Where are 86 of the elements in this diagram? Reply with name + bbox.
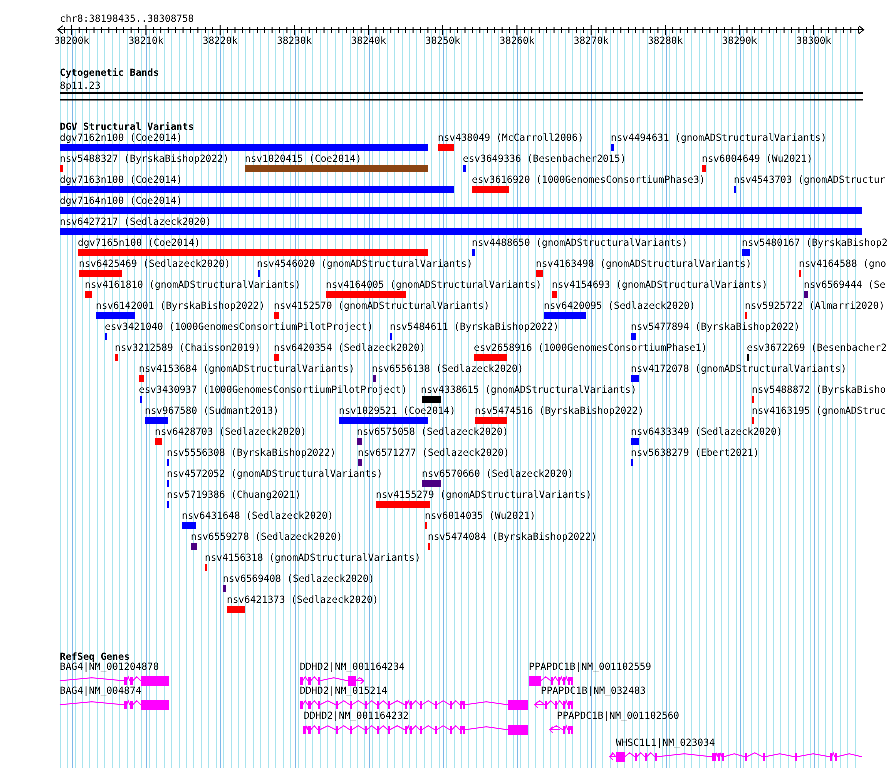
- feature-label: nsv6575058 (Sedlazeck2020): [357, 427, 509, 439]
- feature-label: nsv4164005 (gnomADStructuralVariants): [326, 280, 542, 292]
- feature-label: nsv1029521 (Coe2014): [339, 406, 456, 418]
- feature-label: nsv5477894 (ByrskaBishop2022): [631, 322, 800, 334]
- track-title: DGV Structural Variants: [60, 122, 194, 134]
- feature-label: nsv1020415 (Coe2014): [245, 154, 362, 166]
- tick-label: 38220k: [202, 36, 238, 48]
- gene-label: DDHD2|NM_001164234: [300, 662, 405, 674]
- tick-label: 38260k: [500, 36, 535, 48]
- feature-label: nsv5474516 (ByrskaBishop2022): [475, 406, 644, 418]
- gene-label: BAG4|NM_001204878: [60, 662, 160, 674]
- feature-label: nsv6427217 (Sedlazeck2020): [60, 217, 212, 229]
- feature-label: nsv6431648 (Sedlazeck2020): [182, 511, 334, 523]
- feature-label: nsv4572052 (gnomADStructuralVariants): [167, 469, 383, 481]
- coordinate-range: chr8:38198435..38308758: [60, 14, 194, 26]
- gene-label: PPAPDC1B|NM_001102560: [557, 711, 680, 723]
- feature-label: nsv4488650 (gnomADStructuralVariants): [472, 238, 688, 250]
- feature-label: nsv5488872 (ByrskaBisho: [752, 385, 886, 397]
- gene-label: DDHD2|NM_015214: [300, 686, 388, 698]
- feature-label: nsv6559278 (Sedlazeck2020): [191, 532, 343, 544]
- feature-label: esv3430937 (1000GenomesConsortiumPilotProject): [139, 385, 408, 397]
- feature-label: nsv6420095 (Sedlazeck2020): [544, 301, 696, 313]
- feature-label: dgv7163n100 (Coe2014): [60, 175, 182, 187]
- feature-label: nsv5925722 (Almarri2020): [745, 301, 885, 313]
- track-title: Cytogenetic Bands: [60, 68, 160, 80]
- feature-label: nsv6569408 (Sedlazeck2020): [223, 574, 375, 586]
- feature-label: nsv6570660 (Sedlazeck2020): [422, 469, 574, 481]
- feature-label: nsv6428703 (Sedlazeck2020): [155, 427, 307, 439]
- gene-label: PPAPDC1B|NM_001102559: [529, 662, 652, 674]
- gene-label: PPAPDC1B|NM_032483: [541, 686, 646, 698]
- track-title: RefSeq Genes: [60, 652, 130, 663]
- feature-label: nsv6571277 (Sedlazeck2020): [358, 448, 510, 460]
- tick-label: 38300k: [796, 36, 832, 48]
- gene-label: BAG4|NM_004874: [60, 686, 142, 698]
- tick-label: 38250k: [426, 36, 460, 48]
- feature-label: dgv7164n100 (Coe2014): [60, 196, 182, 208]
- feature-label: nsv4161810 (gnomADStructuralVariants): [85, 280, 301, 292]
- feature-label: nsv5484611 (ByrskaBishop2022): [390, 322, 560, 334]
- feature-label: nsv4338615 (gnomADStructuralVariants): [421, 385, 637, 397]
- feature-label: esv3649336 (Besenbacher2015): [463, 154, 626, 166]
- feature-label: nsv4156318 (gnomADStructuralVariants): [205, 553, 421, 565]
- feature-label: nsv5719386 (Chuang2021): [167, 490, 302, 502]
- feature-label: nsv6014035 (Wu2021): [425, 511, 536, 523]
- feature-label: esv3616920 (1000GenomesConsortiumPhase3): [472, 175, 706, 187]
- feature-label: esv2658916 (1000GenomesConsortiumPhase1): [474, 343, 708, 355]
- feature-label: nsv6433349 (Sedlazeck2020): [631, 427, 783, 439]
- feature-label: nsv4152570 (gnomADStructuralVariants): [274, 301, 490, 313]
- feature-label: nsv5488327 (ByrskaBishop2022): [60, 154, 230, 166]
- feature-label: dgv7165n100 (Coe2014): [78, 238, 200, 250]
- feature-label: nsv6420354 (Sedlazeck2020): [274, 343, 426, 355]
- feature-label: nsv4155279 (gnomADStructuralVariants): [376, 490, 592, 502]
- feature-label: nsv6425469 (Sedlazeck2020): [79, 259, 231, 271]
- feature-label: nsv6569444 (Se: [804, 280, 886, 292]
- feature-label: nsv4163498 (gnomADStructuralVariants): [536, 259, 752, 271]
- tick-label: 38290k: [722, 36, 758, 48]
- feature-label: nsv6142001 (ByrskaBishop2022): [96, 301, 266, 313]
- feature-label: nsv967580 (Sudmant2013): [145, 406, 280, 418]
- feature-label: nsv4154693 (gnomADStructuralVariants): [552, 280, 768, 292]
- feature-label: nsv5474084 (ByrskaBishop2022): [428, 532, 598, 544]
- feature-label: dgv7162n100 (Coe2014): [60, 133, 182, 145]
- band-label: 8p11.23: [60, 81, 101, 93]
- feature-label: nsv6004649 (Wu2021): [702, 154, 813, 166]
- feature-label: nsv5556308 (ByrskaBishop2022): [167, 448, 336, 460]
- gene-label: DDHD2|NM_001164232: [304, 711, 409, 723]
- feature-label: nsv4164588 (gno: [799, 259, 886, 271]
- feature-label: nsv6556138 (Sedlazeck2020): [372, 364, 524, 376]
- tick-label: 38200k: [54, 36, 90, 48]
- feature-label: nsv4546020 (gnomADStructuralVariants): [257, 259, 473, 271]
- feature-label: esv3421040 (1000GenomesConsortiumPilotProject): [105, 322, 374, 334]
- feature-label: nsv4153684 (gnomADStructuralVariants): [139, 364, 355, 376]
- tick-label: 38240k: [351, 36, 386, 48]
- feature-label: nsv4494631 (gnomADStructuralVariants): [611, 133, 827, 145]
- feature-label: nsv4163195 (gnomADStruc: [752, 406, 886, 418]
- tick-label: 38280k: [648, 36, 684, 48]
- feature-label: nsv4172078 (gnomADStructuralVariants): [631, 364, 847, 376]
- feature-label: esv3672269 (Besenbacher2: [747, 343, 887, 355]
- feature-label: nsv5638279 (Ebert2021): [631, 448, 760, 460]
- gene-label: WHSC1L1|NM_023034: [616, 738, 716, 750]
- tick-label: 38270k: [574, 36, 609, 48]
- feature-label: nsv438049 (McCarroll2006): [438, 133, 584, 145]
- tick-label: 38210k: [128, 36, 164, 48]
- feature-label: nsv4543703 (gnomADStructur: [734, 175, 886, 187]
- feature-label: nsv5480167 (ByrskaBishop2: [742, 238, 888, 250]
- tick-label: 38230k: [277, 36, 312, 48]
- feature-label: nsv3212589 (Chaisson2019): [115, 343, 261, 355]
- feature-label: nsv6421373 (Sedlazeck2020): [227, 595, 379, 607]
